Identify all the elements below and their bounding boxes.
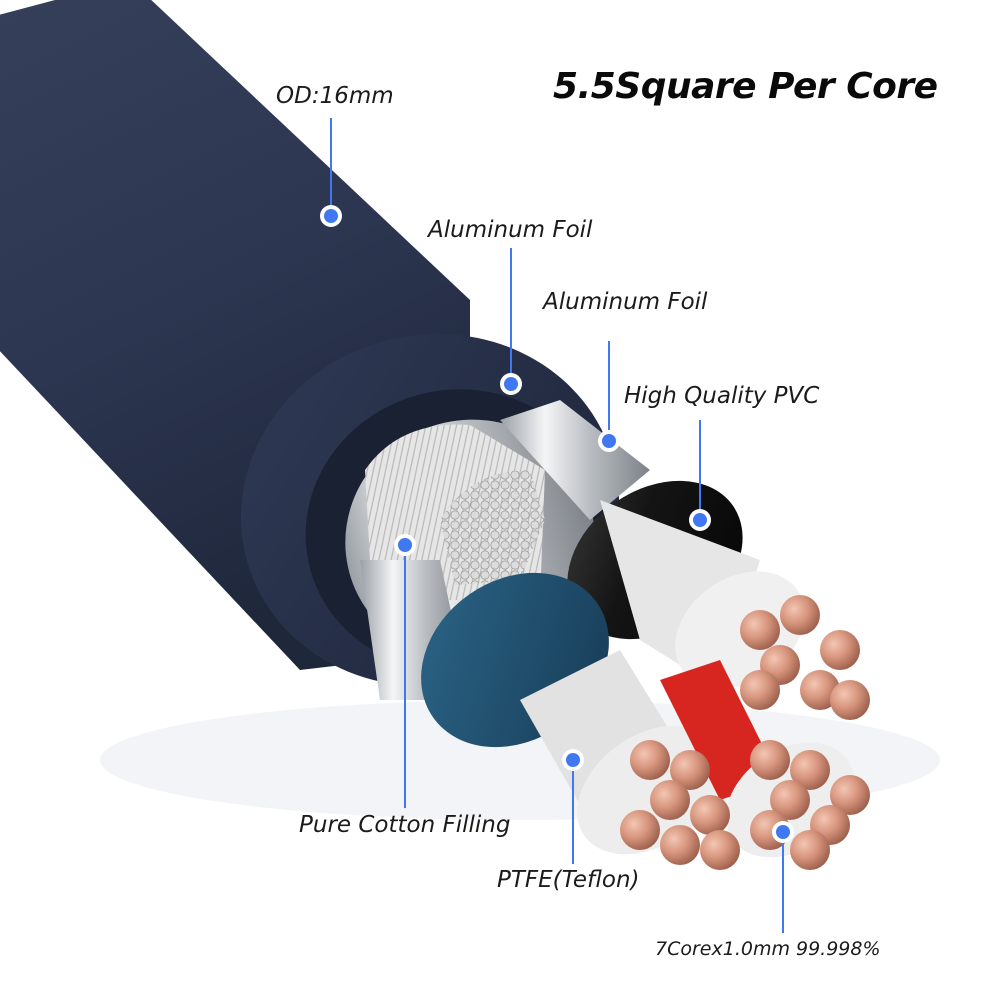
copper-strands-right — [750, 740, 870, 870]
callout-dot-pvc — [689, 509, 711, 531]
callout-label-aluminum-foil-inner: Aluminum Foil — [543, 289, 708, 315]
callout-dot-cotton — [394, 534, 416, 556]
callout-label-ptfe: PTFE(Teflon) — [497, 867, 640, 893]
callout-dot-ptfe — [562, 749, 584, 771]
callout-leader-aluminum-foil-outer — [510, 248, 512, 383]
copper-strands-left — [620, 740, 740, 870]
callout-dot-conductor — [772, 821, 794, 843]
headline-title: 5.5Square Per Core — [553, 66, 938, 107]
callout-leader-conductor — [782, 843, 784, 933]
callout-leader-aluminum-foil-inner — [608, 341, 610, 441]
copper-strands-top — [740, 595, 870, 720]
callout-dot-aluminum-foil-inner — [598, 430, 620, 452]
callout-leader-od — [330, 118, 332, 216]
callout-label-conductor: 7Corex1.0mm 99.998% — [655, 938, 881, 960]
callout-label-aluminum-foil-outer: Aluminum Foil — [428, 217, 593, 243]
callout-label-cotton: Pure Cotton Filling — [299, 812, 511, 838]
callout-label-pvc: High Quality PVC — [624, 383, 820, 409]
callout-label-od: OD:16mm — [276, 83, 394, 109]
callout-dot-aluminum-foil-outer — [500, 373, 522, 395]
callout-leader-ptfe — [572, 771, 574, 864]
strand-bundle — [440, 470, 545, 585]
callout-leader-pvc — [699, 420, 701, 520]
red-core-insulation — [660, 660, 780, 800]
black-core-foil — [500, 400, 650, 520]
callout-dot-od — [320, 205, 342, 227]
callout-leader-cotton — [404, 556, 406, 808]
